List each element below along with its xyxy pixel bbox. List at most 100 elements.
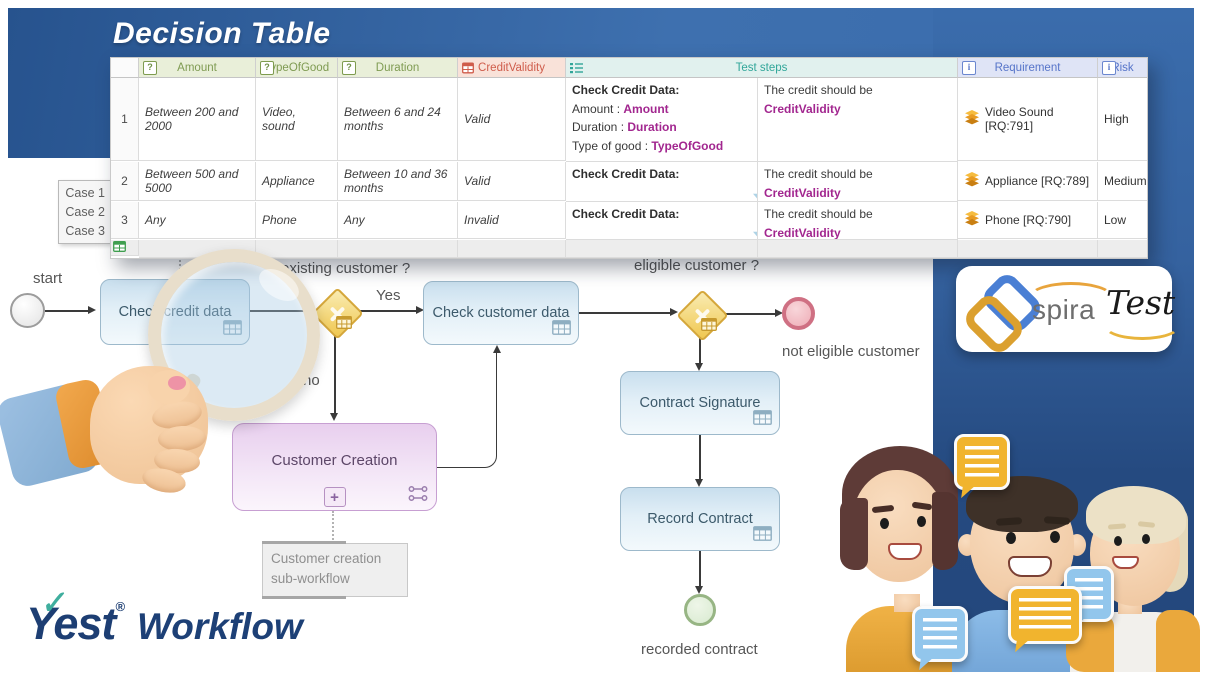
flow-line (724, 313, 775, 315)
cell-amount[interactable]: Any (139, 202, 256, 239)
step-title: Check Credit Data: (572, 167, 680, 181)
flow-line (577, 312, 670, 314)
cell-amount[interactable]: Between 200 and 2000 (139, 78, 256, 161)
requirement-layers-icon (964, 211, 980, 229)
start-event[interactable] (10, 293, 45, 328)
flow-line (45, 310, 88, 312)
column-header-risk[interactable]: i Risk (1098, 58, 1147, 78)
cell-requirement[interactable]: Video Sound [RQ:791] (958, 78, 1098, 161)
task-customer-creation[interactable]: Customer Creation + (232, 423, 437, 511)
row-number[interactable]: 3 (111, 202, 139, 239)
column-header-duration[interactable]: ? Duration (338, 58, 458, 78)
add-row-button[interactable] (111, 240, 139, 256)
column-header-test-steps[interactable]: Test steps (566, 58, 958, 78)
workflow-icon (408, 486, 428, 505)
yest-name: Yest (26, 598, 116, 649)
row-number[interactable]: 2 (111, 162, 139, 201)
test-steps-icon (570, 62, 584, 74)
cell-expected-result[interactable]: The credit should be CreditValidity (758, 162, 958, 202)
column-label: Duration (375, 61, 420, 74)
character-hair (932, 492, 958, 570)
column-header-requirement[interactable]: i Requirement (958, 58, 1098, 78)
arrowhead (493, 345, 501, 353)
task-label: Record Contract (647, 511, 753, 527)
info-icon: i (962, 60, 976, 75)
expected-prefix: The credit should be (764, 167, 873, 181)
task-contract-signature[interactable]: Contract Signature (620, 371, 780, 435)
cell-duration[interactable]: Any (338, 202, 458, 239)
case-item[interactable]: Case 3 (65, 224, 105, 238)
cell-requirement[interactable]: Appliance [RQ:789] (958, 162, 1098, 201)
column-header-creditvalidity[interactable]: CreditValidity (458, 58, 566, 78)
decision-table-header: ? Amount ? TypeOfGood ? Duration CreditV… (111, 58, 1147, 78)
flow-line (699, 337, 701, 363)
bubble-lines (965, 446, 999, 478)
info-icon: i (1102, 60, 1116, 75)
cell-requirement[interactable]: Phone [RQ:790] (958, 202, 1098, 239)
annotation-line: sub-workflow (271, 571, 350, 587)
case-item[interactable]: Case 2 (65, 205, 105, 219)
character-eye (1142, 534, 1150, 544)
case-item[interactable]: Case 1 (65, 186, 105, 200)
arrowhead (775, 309, 783, 317)
yest-workflow-logo: ✓Yest®Workflow (26, 586, 303, 650)
cell-risk[interactable]: Medium (1098, 162, 1147, 201)
subprocess-plus-icon[interactable]: + (323, 487, 346, 507)
task-record-contract[interactable]: Record Contract (620, 487, 780, 551)
cell-expected-result[interactable]: The credit should be CreditValidity (758, 78, 958, 162)
end-event-not-eligible[interactable] (782, 297, 815, 330)
column-label: Amount (177, 61, 217, 74)
decision-table: ? Amount ? TypeOfGood ? Duration CreditV… (110, 57, 1148, 259)
cell-test-steps[interactable]: Check Credit Data: ▼ (566, 162, 758, 202)
cell-risk[interactable]: Low (1098, 202, 1147, 239)
gateway-label-eligible: eligible customer ? (634, 257, 760, 274)
cell-creditvalidity[interactable]: Valid (458, 162, 566, 201)
task-check-customer-data[interactable]: Check customer data (423, 281, 579, 345)
cell-typeofgood[interactable]: Appliance (256, 162, 338, 201)
flow-line (699, 433, 701, 479)
character-shoulder (1156, 610, 1200, 672)
page-title: Decision Table (113, 17, 331, 50)
chevron-down-icon[interactable]: ▼ (749, 188, 757, 202)
requirement-label: Appliance [RQ:789] (985, 174, 1090, 188)
gateway-label-existing: existing customer ? (281, 260, 411, 277)
task-label: Check customer data (432, 305, 570, 321)
spira-text: spira (1032, 294, 1096, 325)
cell-typeofgood[interactable]: Phone (256, 202, 338, 239)
step-title: Check Credit Data: (572, 83, 680, 97)
cell-creditvalidity[interactable]: Valid (458, 78, 566, 161)
cell-duration[interactable]: Between 6 and 24 months (338, 78, 458, 161)
cell-risk[interactable]: High (1098, 78, 1147, 161)
cell-expected-result[interactable]: The credit should be CreditValidity (758, 202, 958, 240)
cell-test-steps[interactable]: Check Credit Data: ▼ (566, 202, 758, 240)
flow-line (334, 335, 336, 413)
column-label: Requirement (994, 61, 1061, 74)
character-eye (1114, 536, 1122, 546)
column-header-amount[interactable]: ? Amount (139, 58, 256, 78)
arrowhead (670, 308, 678, 316)
expected-value: CreditValidity (764, 225, 841, 240)
annotation-line: Customer creation (271, 551, 382, 566)
cell-test-steps[interactable]: Check Credit Data: Amount : Amount Durat… (566, 78, 758, 162)
column-header-typeofgood[interactable]: ? TypeOfGood (256, 58, 338, 78)
cell-creditvalidity[interactable]: Invalid (458, 202, 566, 239)
row-number[interactable]: 1 (111, 78, 139, 161)
step-param: Duration : Duration (572, 120, 677, 134)
end-event-recorded[interactable] (684, 594, 716, 626)
arrowhead (695, 479, 703, 487)
cell-amount[interactable]: Between 500 and 5000 (139, 162, 256, 201)
speech-bubble-icon (1008, 586, 1082, 644)
question-icon: ? (342, 60, 356, 75)
character-hair (840, 498, 868, 570)
arrowhead (695, 586, 703, 594)
cell-typeofgood[interactable]: Video, sound (256, 78, 338, 161)
character-eye (1050, 531, 1060, 543)
edge-label-yes: Yes (376, 287, 401, 304)
cell-duration[interactable]: Between 10 and 36 months (338, 162, 458, 201)
character-mouth (888, 543, 922, 560)
flow-connector (437, 353, 497, 468)
speech-bubble-icon (954, 434, 1010, 490)
table-footer (111, 240, 1147, 258)
chevron-down-icon[interactable]: ▼ (749, 226, 757, 240)
